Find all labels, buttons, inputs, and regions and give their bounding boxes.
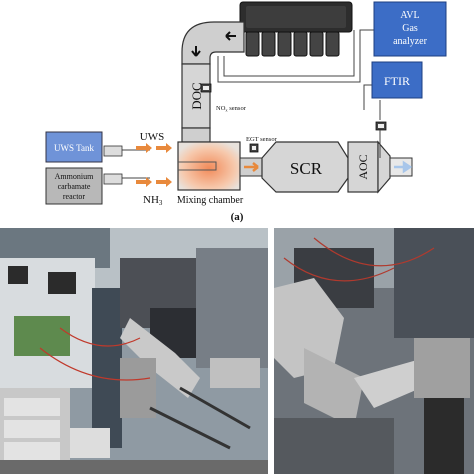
avl-label-line1: AVL bbox=[400, 10, 419, 21]
mix-to-scr-arrow bbox=[244, 162, 259, 172]
engine-block-icon bbox=[239, 1, 353, 57]
uws-label: UWS bbox=[140, 131, 164, 143]
nh3-flow-arrows bbox=[136, 177, 172, 187]
aoc-unit bbox=[347, 141, 379, 193]
ammonium-carbamate-reactor bbox=[45, 167, 103, 205]
scr-label: SCR bbox=[290, 159, 323, 178]
test-bench-photo-left bbox=[0, 228, 268, 474]
outlet-arrow bbox=[394, 160, 413, 174]
avl-gas-analyzer bbox=[373, 1, 447, 57]
uws-tank-label: UWS Tank bbox=[54, 143, 94, 153]
injector-lance bbox=[178, 161, 217, 171]
mixing-chamber bbox=[177, 141, 241, 191]
ftir-label: FTIR bbox=[384, 74, 410, 88]
mixing-chamber-label: Mixing chamber bbox=[177, 195, 244, 206]
duct-arrow-down bbox=[191, 46, 201, 57]
figure-caption: (a) bbox=[231, 211, 244, 223]
aoc-label: AOC bbox=[356, 154, 370, 179]
ftir-unit bbox=[371, 61, 423, 99]
duct-arrow bbox=[225, 31, 236, 41]
test-bench-photo-right bbox=[274, 228, 474, 474]
avl-label-line3: analyzer bbox=[393, 36, 428, 47]
doc-label: DOC bbox=[189, 82, 204, 109]
uws-tank bbox=[45, 131, 103, 163]
egt-sensor-icon bbox=[249, 143, 259, 153]
ftir-probe-icon bbox=[375, 121, 387, 158]
nh3-dosing-unit bbox=[103, 173, 123, 185]
nox-sensor-label: NOx sensor bbox=[216, 105, 247, 113]
avl-label-line2: Gas bbox=[402, 23, 418, 34]
aoc-cone bbox=[377, 140, 391, 194]
egt-sensor-label: EGT sensor bbox=[246, 136, 278, 143]
ammonium-label-line1: Ammonium bbox=[55, 172, 94, 181]
uws-pump bbox=[103, 145, 123, 157]
ammonium-label-line2: carbamate bbox=[58, 182, 91, 191]
uws-flow-arrows bbox=[136, 143, 172, 153]
aftertreatment-schematic: DOC NOx sensor Mixing chamber EGT sensor… bbox=[45, 1, 447, 223]
exhaust-duct bbox=[181, 21, 245, 65]
nh3-label: NH3 bbox=[143, 194, 163, 207]
ammonium-label-line3: reactor bbox=[63, 192, 86, 201]
sensor-probe-icon bbox=[200, 83, 212, 93]
doc-outlet-duct bbox=[181, 127, 211, 143]
